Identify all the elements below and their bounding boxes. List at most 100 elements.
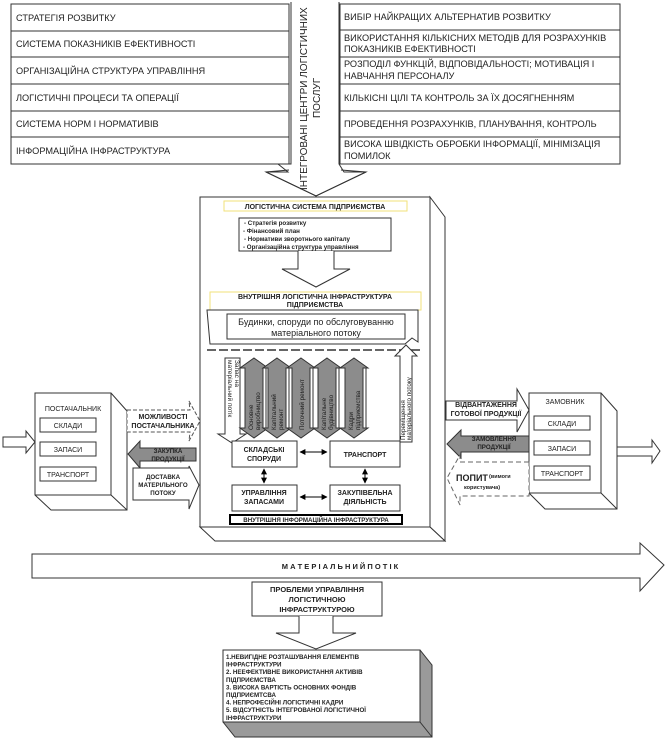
left-table: СТРАТЕГІЯ РОЗВИТКУ СИСТЕМА ПОКАЗНИКІВ ЕФ… [10, 3, 290, 165]
request-arrow-label: Запас на [233, 360, 240, 387]
supplier-box: ПОСТАЧАЛЬНИК СКЛАДИ ЗАПАСИ ТРАНСПОРТ [34, 392, 128, 511]
inbound-arrow-icon [2, 429, 36, 455]
delivery-label-3: ПОТОКУ [150, 490, 176, 497]
transport-block: ТРАНСПОРТ [329, 440, 401, 468]
problems-list-item: ПІДПРИЄМТСВА [226, 692, 277, 699]
problems-title-line: ЛОГІСТИЧНОЮ [289, 595, 346, 604]
shipment-label: ВІДВАНТАЖЕННЯ [455, 402, 517, 409]
strategy-item: - Нормативи зворотнього капіталу [244, 236, 350, 243]
supplier-title: ПОСТАЧАЛЬНИК [45, 406, 102, 413]
material-flow-arrow: М А Т Е Р І А Л Ь Н И Й П О Т І К [31, 541, 665, 593]
inventory-label-2: ЗАПАСАМИ [244, 499, 284, 506]
purchase-arrow: ЗАКУПКА ПРОДУКЦІЇ [127, 439, 197, 470]
customer-title: ЗАМОВНИК [545, 399, 585, 406]
resource-arrow-label: підприємства [354, 390, 362, 430]
capabilities-label: МОЖЛИВОСТІ [139, 414, 188, 421]
problems-title: ПРОБЛЕМИ УПРАВЛІННЯ ЛОГІСТИЧНОЮ ІНФРАСТР… [251, 581, 383, 617]
problems-list-item: ПІДПРИЄМСТВА [226, 677, 276, 684]
right-table-row: ПРОВЕДЕННЯ РОЗРАХУНКІВ, ПЛАНУВАННЯ, КОНТ… [344, 119, 597, 129]
problems-list-item: ІНФРАСТРУКТУРИ [226, 715, 282, 722]
resource-double-arrow: Поточний ремонт [285, 357, 317, 439]
problems-list-item: 1.НЕВИГІДНЕ РОЗТАШУВАННЯ ЕЛЕМЕНТІВ [226, 654, 360, 661]
buildings-text-2: матеріального потоку [271, 328, 361, 338]
integrated-centers-arrow: ІНТЕГРОВАНІ ЦЕНТРИ ЛОГІСТИЧНИХ ПОСЛУГ [264, 2, 368, 197]
resource-arrow-label: Капітальний [270, 394, 278, 430]
supplier-item: ЗАПАСИ [54, 447, 82, 454]
resource-arrow-label: Основне [248, 404, 255, 430]
right-table: ВИБІР НАЙКРАЩИХ АЛЬТЕРНАТИВ РОЗВИТКУ ВИК… [339, 3, 621, 165]
request-arrow-label-2: матеріальний потік [226, 360, 234, 417]
right-table-row: КІЛЬКІСНІ ЦІЛІ ТА КОНТРОЛЬ ЗА ЇХ ДОСЯГНЕ… [344, 93, 574, 103]
left-table-row: ОРГАНІЗАЦІЙНА СТРУКТУРА УПРАВЛІННЯ [16, 65, 205, 76]
material-movement-arrow: Переміщення матеріального потоку [393, 344, 419, 443]
strategy-item: - Фінансовий план [243, 228, 300, 235]
customer-item: СКЛАДИ [548, 421, 576, 428]
right-table-row: РОЗПОДІЛ ФУНКЦІЙ, ВІДПОВІДАЛЬНОСТІ; МОТИ… [344, 58, 594, 69]
procurement-label-2: ДІЯЛЬНІСТЬ [343, 499, 386, 506]
right-table-row: ПОКАЗНИКІВ ЕФЕКТИВНОСТІ [344, 44, 476, 54]
problems-list-item: 2. НЕЕФЕКТИВНЕ ВИКОРИСТАННЯ АКТИВІВ [226, 669, 363, 676]
left-table-row: ЛОГІСТИЧНІ ПРОЦЕСИ ТА ОПЕРАЦІЇ [16, 93, 179, 103]
strategy-list: - Стратегія розвитку - Фінансовий план -… [238, 217, 392, 252]
resource-arrow-label: Кадри [348, 412, 355, 430]
internal-infra-title: ВНУТРІШНЯ ЛОГІСТИЧНА ІНФРАСТРУКТУРА [238, 294, 392, 301]
resource-arrow-label: виробництво [254, 392, 262, 430]
warehouses-block: СКЛАДСЬКІ СПОРУДИ [231, 440, 298, 468]
strategy-item: - Організаційна структура управління [243, 244, 359, 251]
material-request-arrow: Запас на матеріальний потік [216, 357, 248, 444]
strategy-item: - Стратегія розвитку [244, 220, 307, 227]
capabilities-label-2: ПОСТАЧАЛЬНИКА [131, 423, 194, 430]
down-arrow-icon [281, 251, 351, 288]
order-label: ЗАМОВЛЕННЯ [472, 436, 517, 443]
right-table-row: ВИБІР НАЙКРАЩИХ АЛЬТЕРНАТИВ РОЗВИТКУ [344, 11, 551, 22]
supplier-capabilities-arrow: МОЖЛИВОСТІ ПОСТАЧАЛЬНИКА [126, 400, 201, 442]
demand-label: ПОПИТ [456, 473, 488, 483]
left-table-row: СИСТЕМА НОРМ І НОРМАТИВІВ [16, 119, 159, 129]
transport-label: ТРАНСПОРТ [344, 452, 388, 459]
material-flow-label: М А Т Е Р І А Л Ь Н И Й П О Т І К [282, 562, 399, 571]
integrated-centers-label-2: ПОСЛУГ [312, 77, 323, 118]
warehouses-label: СКЛАДСЬКІ [244, 447, 285, 454]
delivery-arrow: ДОСТАВКА МАТЕРІЛЬНОГО ПОТОКУ [132, 465, 200, 510]
left-table-row: ІНФОРМАЦІЙНА ІНФРАСТРУКТУРА [16, 145, 171, 156]
resource-arrow-label: будівництво [327, 394, 335, 430]
order-label-2: ПРОДУКЦІЇ [477, 444, 511, 451]
procurement-label: ЗАКУПІВЕЛЬНА [338, 490, 393, 497]
problems-box [222, 649, 433, 738]
integrated-centers-label: ІНТЕГРОВАНІ ЦЕНТРИ ЛОГІСТИЧНИХ [299, 7, 310, 190]
customer-item: ТРАНСПОРТ [541, 471, 584, 478]
customer-box: ЗАМОВНИК СКЛАДИ ЗАПАСИ ТРАНСПОРТ [528, 392, 618, 510]
problems-list-item: ІНФРАСТРУКТУРИ [226, 662, 282, 669]
procurement-block: ЗАКУПІВЕЛЬНА ДІЯЛЬНІСТЬ [329, 484, 401, 512]
resource-arrow-label: ремонт [278, 409, 285, 430]
shipment-arrow: ВІДВАНТАЖЕННЯ ГОТОВОЇ ПРОДУКЦІЇ [445, 387, 530, 433]
delivery-label: ДОСТАВКА [146, 474, 181, 481]
left-table-row: СИСТЕМА ПОКАЗНИКІВ ЕФЕКТИВНОСТІ [16, 39, 195, 49]
move-arrow-label-2: матеріального потоку [405, 376, 413, 440]
problems-title-line: ПРОБЛЕМИ УПРАВЛІННЯ [270, 585, 364, 594]
problems-list: 1.НЕВИГІДНЕ РОЗТАШУВАННЯ ЕЛЕМЕНТІВІНФРАС… [226, 654, 366, 722]
inventory-label: УПРАВЛІННЯ [241, 490, 286, 497]
problems-list-item: 3. ВИСОКА ВАРТІСТЬ ОСНОВНИХ ФОНДІВ [226, 684, 357, 691]
delivery-label-2: МАТЕРІЛЬНОГО [138, 482, 188, 489]
purchase-label-2: ПРОДУКЦІЇ [151, 456, 185, 463]
right-table-row: ПОМИЛОК [344, 151, 391, 161]
buildings-text: Будинки, споруди по обслуговуванню [238, 317, 394, 327]
customer-item: ЗАПАСИ [548, 446, 576, 453]
outbound-arrow-icon [616, 438, 661, 465]
move-arrow-label: Переміщення [399, 400, 407, 440]
demand-note-2: користувача) [464, 485, 500, 491]
problems-list-item: 4. НЕПРОФЕСІЙНІ ЛОГІСТИЧНІ КАДРИ [226, 699, 344, 707]
purchase-label: ЗАКУПКА [154, 448, 183, 455]
warehouses-label-2: СПОРУДИ [247, 456, 281, 463]
right-table-row: ВИКОРИСТАННЯ КІЛЬКІСНИХ МЕТОДІВ ДЛЯ РОЗР… [344, 33, 606, 43]
inventory-block: УПРАВЛІННЯ ЗАПАСАМИ [231, 484, 298, 512]
right-table-row: НАВЧАННЯ ПЕРСОНАЛУ [344, 71, 455, 81]
supplier-item: СКЛАДИ [54, 423, 82, 430]
resource-arrow-label: Капітальне [320, 397, 328, 430]
info-infra-label: ВНУТРІШНЯ ІНФОРМАЦІЙНА ІНФРАСТРУКТУРА [243, 516, 389, 524]
internal-infra-title-2: ПІДПРИЄМСТВА [287, 302, 343, 309]
